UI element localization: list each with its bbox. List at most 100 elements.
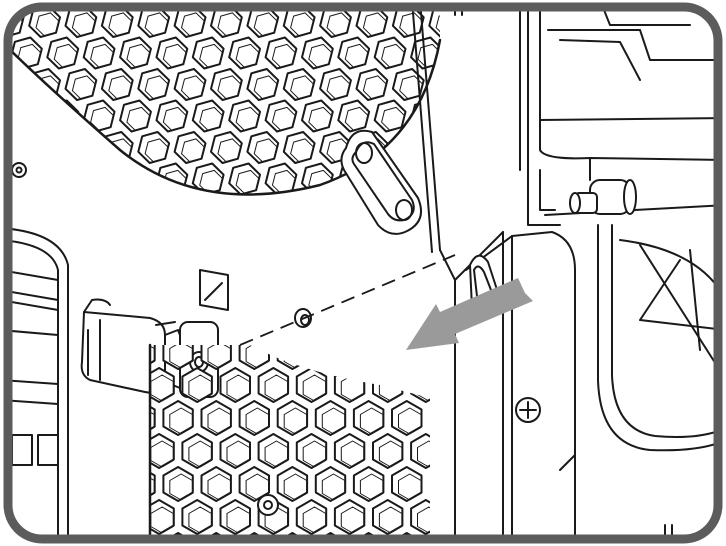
grille-screw	[257, 494, 279, 516]
fan-hex-cell-inner	[144, 138, 169, 163]
grille-hex-cell	[295, 433, 328, 469]
grille-hex-cell	[295, 499, 328, 535]
grille-hex-cell-inner	[283, 473, 308, 501]
grille-hex-cell	[410, 433, 430, 469]
grille-hex-cell	[276, 400, 309, 436]
fan-hex-cell-inner	[199, 106, 224, 132]
fan-frame-arc	[8, 38, 442, 196]
grille-hex-cell	[314, 400, 347, 436]
fan-hex-cell	[191, 99, 225, 133]
fan-hex-cell	[319, 68, 352, 101]
fan-hex-cell	[337, 36, 371, 70]
fan-hex-cell-inner	[381, 106, 406, 132]
fan-hex-cell	[228, 36, 261, 70]
grille-hex-cell-inner	[340, 440, 365, 468]
fan-hex-cell	[191, 162, 225, 195]
fan-hex-cell-inner	[399, 75, 424, 100]
fan-hex-cell-inner	[71, 12, 96, 37]
fan-hex-cell-inner	[181, 75, 206, 100]
fan-hex-cell	[210, 131, 243, 164]
fan-hex-cell-inner	[344, 106, 369, 132]
fan-hex-cell	[337, 99, 371, 133]
fan-hex-cell-inner	[217, 12, 242, 37]
grille-hex-cell	[238, 400, 270, 436]
fan-hex-cell	[100, 68, 134, 101]
fan-hex-cell-inner	[399, 12, 424, 37]
dashed-alignment-line	[239, 254, 456, 346]
grille-hex-cell-inner	[226, 506, 250, 534]
mount-hole	[294, 308, 312, 328]
grille-hex-cell-inner	[169, 407, 193, 435]
grille-hex-cell	[219, 499, 251, 535]
fan-hex-cell	[173, 68, 207, 101]
grille-hex-cell	[391, 466, 423, 502]
grille-hex-cell-inner	[207, 407, 231, 435]
grille-hex-cell-inner	[398, 473, 422, 501]
fan-hex-cell-inner	[290, 75, 315, 100]
grille-hex-cell-inner	[226, 440, 250, 468]
fan-hex-cell-inner	[35, 12, 60, 37]
fan-hex-cell	[355, 68, 389, 101]
fan-hex-cell-inner	[326, 75, 351, 100]
grille-hex-cell	[200, 345, 232, 370]
grille-hex-cell-inner	[245, 473, 270, 501]
fan-hex-cell-inner	[162, 106, 187, 132]
grille-hex-cell	[372, 433, 404, 469]
fan-hex-cell-inner	[344, 43, 369, 69]
grille-hex-cell-inner	[226, 374, 250, 402]
fan-hex-cell-inner	[144, 12, 169, 37]
grille-hex-cell	[200, 400, 232, 436]
cable-loop	[597, 224, 718, 452]
panel-edge	[559, 454, 576, 471]
grille-hex-cell	[181, 433, 213, 469]
grille-hex-cell	[200, 466, 232, 502]
fan-hex-cell	[210, 68, 243, 101]
grille-hex-cell-inner	[188, 440, 212, 468]
grille-hex-cell-inner	[207, 473, 231, 501]
fan-hex-cell	[46, 36, 80, 70]
fan-hex-cell-inner	[53, 43, 78, 69]
fan-hex-cell-inner	[271, 43, 296, 69]
grille-hex-cell	[162, 400, 194, 436]
grille-hex-cell	[238, 345, 270, 370]
fan-hex-cell-inner	[235, 43, 260, 69]
grille-hex-cell	[150, 433, 175, 469]
grille-hex-cell-inner	[417, 440, 430, 468]
grille-hex-cell	[219, 367, 251, 403]
grille-hex-cell-inner	[359, 473, 384, 501]
fan-hex-cell	[373, 99, 407, 133]
grille-hex-cell	[181, 499, 213, 535]
fan-hex-cell-inner	[290, 138, 315, 163]
grille-hex-cell-inner	[245, 407, 270, 435]
grille-hex-cell	[352, 400, 385, 436]
fan-hex-cell-inner	[108, 75, 133, 100]
grille-hex-cell-inner	[321, 473, 346, 501]
grille-hex-cell-inner	[150, 473, 155, 501]
fan-hex-cell-inner	[417, 43, 440, 69]
grille-hex-cell-inner	[302, 374, 327, 402]
fan-hex-cell-inner	[362, 12, 387, 37]
fan-hex-cell	[82, 36, 116, 70]
fan-hex-cell	[64, 68, 98, 101]
grille-hex-cell	[150, 466, 156, 502]
fan-hex-cell-inner	[381, 43, 406, 69]
grille-hex-cell	[391, 400, 423, 436]
grille-hex-cell-inner	[150, 407, 155, 435]
grille-hex-cell-inner	[264, 440, 289, 468]
fan-hex-cell	[228, 99, 261, 133]
fan-hex-cell	[228, 162, 261, 195]
grille-hex-cell-inner	[378, 440, 403, 468]
fan-hex-cell-inner	[290, 12, 315, 37]
fan-hex-cell-inner	[199, 43, 224, 69]
phillips-screw	[515, 397, 541, 423]
fan-hex-cell-inner	[326, 12, 351, 37]
grille-hex-cell-inner	[321, 407, 346, 435]
grille-hex-cell	[257, 433, 290, 469]
fan-hex-cell	[373, 36, 407, 70]
grille-hex-cell-inner	[359, 407, 384, 435]
illustration-frame	[3, 2, 723, 544]
grille-hex-cell-inner	[378, 506, 403, 534]
rubber-grommet	[569, 179, 637, 215]
grille-hex-cell	[372, 499, 404, 535]
